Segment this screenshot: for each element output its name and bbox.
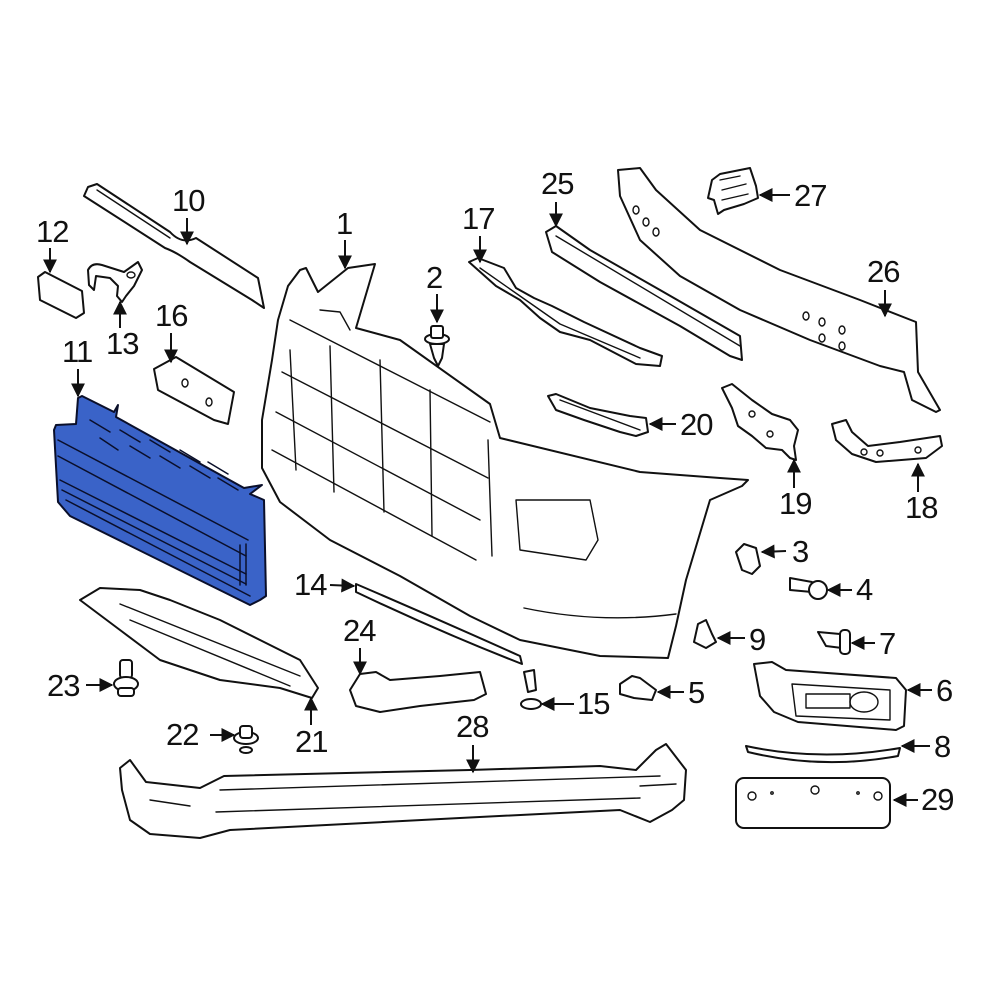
part-1-bumper-cover[interactable] — [261, 263, 749, 659]
part-7-clip[interactable] — [817, 629, 851, 655]
part-3-clip[interactable] — [735, 543, 761, 575]
part-16-plate[interactable] — [153, 356, 235, 425]
callout-19[interactable]: 19 — [779, 486, 812, 521]
callout-23[interactable]: 23 — [47, 668, 80, 703]
callout-29[interactable]: 29 — [921, 782, 954, 817]
part-6-fog-lamp-bezel[interactable] — [753, 661, 907, 731]
part-2-clip[interactable] — [424, 325, 450, 367]
part-24-bracket[interactable] — [349, 671, 487, 713]
callout-11[interactable]: 11 — [62, 334, 93, 369]
callout-15[interactable]: 15 — [577, 686, 610, 721]
callout-2[interactable]: 2 — [426, 260, 443, 295]
part-19-bracket[interactable] — [721, 383, 799, 461]
part-12-cover[interactable] — [37, 271, 85, 319]
part-20-bracket[interactable] — [547, 393, 649, 437]
callout-13[interactable]: 13 — [106, 326, 139, 361]
callout-28[interactable]: 28 — [456, 709, 489, 744]
callout-9[interactable]: 9 — [749, 622, 766, 657]
callout-10[interactable]: 10 — [172, 183, 205, 218]
part-9-clip[interactable] — [693, 619, 717, 649]
part-18-bracket[interactable] — [831, 419, 943, 463]
part-28-lower-spoiler[interactable] — [119, 743, 687, 839]
part-27-absorber-box[interactable] — [707, 167, 759, 215]
part-15-clip[interactable] — [520, 669, 542, 710]
callout-8[interactable]: 8 — [934, 729, 951, 764]
part-21-under-cover[interactable] — [79, 587, 319, 699]
callout-25[interactable]: 25 — [541, 166, 574, 201]
callout-6[interactable]: 6 — [936, 673, 953, 708]
callout-14[interactable]: 14 — [294, 567, 327, 602]
part-14-lower-molding[interactable] — [355, 583, 523, 665]
callout-4[interactable]: 4 — [856, 572, 873, 607]
callout-21[interactable]: 21 — [295, 724, 328, 759]
callout-22[interactable]: 22 — [166, 717, 199, 752]
callout-18[interactable]: 18 — [905, 490, 938, 525]
part-29-license-bracket[interactable] — [735, 777, 891, 829]
part-25-absorber[interactable] — [545, 225, 743, 361]
part-17-reinforcement[interactable] — [468, 257, 663, 367]
part-23-bolt[interactable] — [113, 659, 139, 697]
callout-1[interactable]: 1 — [336, 206, 353, 241]
callout-27[interactable]: 27 — [794, 178, 827, 213]
callout-24[interactable]: 24 — [343, 613, 376, 648]
part-10-grille-molding[interactable] — [83, 183, 265, 309]
callout-17[interactable]: 17 — [462, 201, 495, 236]
part-4-bolt[interactable] — [789, 577, 828, 600]
part-11-lower-grille-highlighted[interactable] — [53, 395, 267, 606]
callout-26[interactable]: 26 — [867, 254, 900, 289]
part-26-reinforcement-beam[interactable] — [617, 167, 941, 413]
part-13-bracket[interactable] — [87, 261, 143, 303]
callout-7[interactable]: 7 — [879, 626, 896, 661]
callout-5[interactable]: 5 — [688, 675, 705, 710]
callout-3[interactable]: 3 — [792, 534, 809, 569]
part-8-molding-strip[interactable] — [745, 745, 901, 764]
callout-12[interactable]: 12 — [36, 214, 69, 249]
callout-20[interactable]: 20 — [680, 407, 713, 442]
part-22-clip[interactable] — [233, 725, 259, 754]
callout-16[interactable]: 16 — [155, 298, 188, 333]
leader-lines — [43, 188, 932, 807]
part-5-bracket-clip[interactable] — [619, 675, 657, 701]
